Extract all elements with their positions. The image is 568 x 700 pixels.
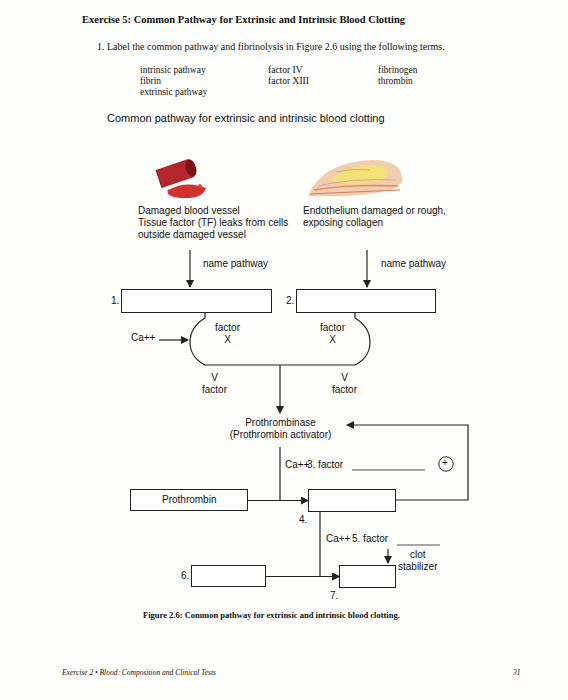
stabilizer-arrow — [387, 549, 388, 563]
ion-label: Ca++ — [131, 332, 155, 344]
factor-label: factor X — [320, 322, 345, 346]
blank-prompt: 5. factor — [352, 533, 388, 545]
page-number: 31 — [513, 667, 521, 679]
blank-box: 2. — [296, 289, 436, 313]
term: intrinsic pathway — [140, 64, 206, 76]
blank-box: 4. — [308, 489, 396, 512]
instruction-note: name pathway — [203, 258, 268, 270]
instruction-note: name pathway — [381, 258, 446, 270]
blank-line — [352, 470, 425, 471]
enzyme-label: Prothrombinase (Prothrombin activator) — [218, 417, 343, 441]
blank-line — [397, 545, 440, 546]
cofactor-arrow — [159, 339, 188, 340]
illustration-label: Damaged blood vessel — [138, 205, 240, 217]
page-title: Exercise 5: Common Pathway for Extrinsic… — [82, 14, 405, 26]
callout-number: 2. — [286, 295, 294, 307]
figure-caption: Figure 2.6: Common pathway for extrinsic… — [143, 609, 400, 621]
conversion-curve — [190, 313, 355, 365]
ion-label: Ca++ — [285, 459, 309, 471]
activator-line — [279, 447, 280, 500]
term: thrombin — [378, 75, 413, 87]
blank-box: 6. — [191, 565, 266, 587]
term: factor XIII — [268, 75, 309, 87]
callout-number: 1. — [111, 295, 119, 307]
pathway-arrow — [366, 250, 367, 287]
callout-number: 6. — [181, 570, 189, 582]
term: fibrinogen — [378, 64, 418, 76]
figure-heading: Common pathway for extrinsic and intrins… — [107, 112, 385, 124]
instruction: 1. Label the common pathway and fibrinol… — [97, 41, 445, 53]
blank-box: 1. — [121, 289, 272, 313]
sign-circle: + — [438, 456, 454, 472]
term: fibrin — [140, 75, 161, 87]
illustration-label: Tissue factor (TF) leaks from cells outs… — [138, 217, 290, 241]
connector-arrow — [248, 500, 308, 501]
ion-label: Ca++ — [326, 533, 350, 545]
note-label: clot stabilizer — [398, 549, 437, 573]
conversion-curve — [355, 313, 370, 365]
callout-number: 7. — [330, 590, 338, 602]
merge-arrow — [279, 365, 280, 413]
page-footer: Exercise 2 • Blood: Composition and Clin… — [62, 667, 216, 679]
factor-label: V factor — [202, 372, 227, 396]
blank-box: 7. — [339, 565, 396, 588]
illustration-label: Endothelium damaged or rough, exposing c… — [303, 205, 453, 229]
term: factor IV — [268, 64, 303, 76]
factor-label: V factor — [332, 372, 357, 396]
factor-label: factor X — [215, 322, 240, 346]
box-text: Prothrombin — [162, 494, 216, 506]
vessel-illustration — [156, 158, 206, 198]
collagen-illustration — [308, 160, 402, 196]
box-text: + — [442, 457, 448, 469]
term: extrinsic pathway — [140, 86, 207, 98]
blank-prompt: 3. factor — [307, 459, 343, 471]
blank-box: Prothrombin — [130, 489, 248, 511]
pathway-arrow — [189, 250, 190, 287]
connector-arrow — [320, 512, 339, 577]
callout-number: 4. — [299, 514, 307, 526]
